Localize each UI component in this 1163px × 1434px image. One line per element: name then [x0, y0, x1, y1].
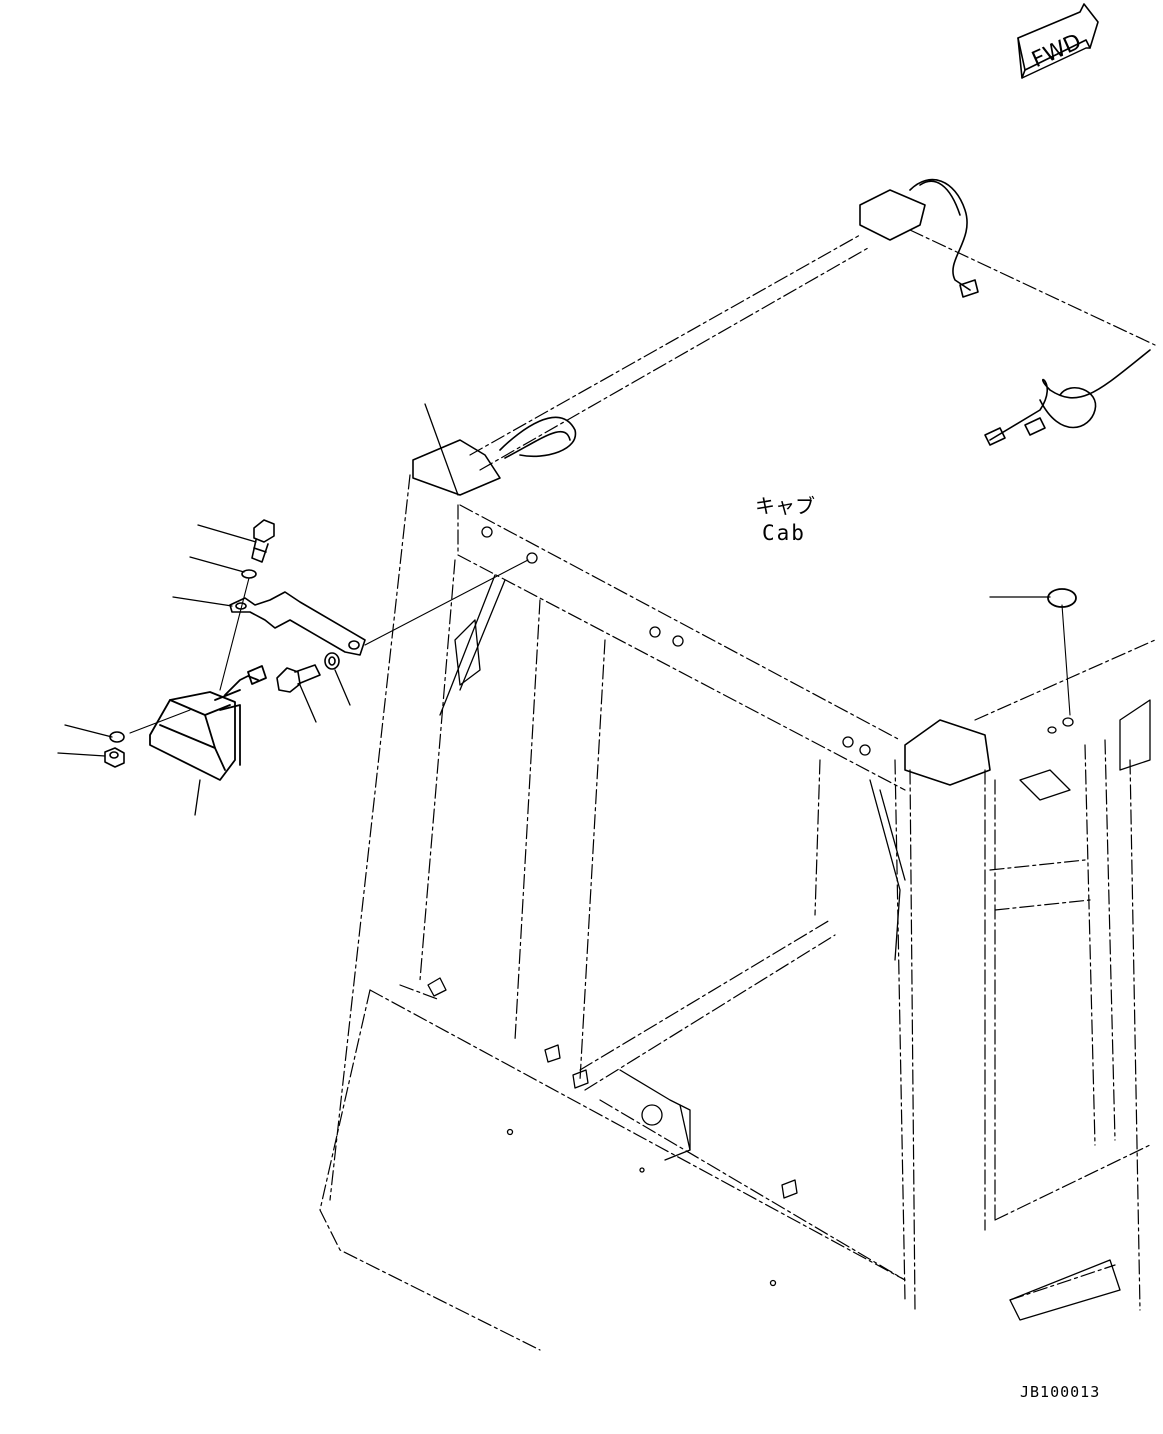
hex-bolt-side	[276, 664, 321, 693]
assembly-axis-lines	[129, 559, 1071, 734]
hex-nut	[104, 747, 125, 768]
cab-label-english: Cab	[762, 521, 806, 545]
pillar-wiring	[439, 574, 906, 961]
fwd-label: FWD	[1028, 29, 1085, 73]
lower-panel-details	[427, 699, 1151, 1321]
fwd-arrow-icon: FWD	[1017, 3, 1099, 79]
roof-holes	[481, 526, 1074, 756]
roof-wiring-harness	[499, 178, 1151, 459]
cab-label-japanese: キャブ	[755, 494, 815, 518]
roof-corner-caps	[412, 189, 991, 786]
hex-bolt-top	[251, 519, 275, 563]
drawing-code: JB100013	[1020, 1383, 1100, 1401]
lock-washer	[241, 569, 257, 579]
work-lamp	[149, 665, 267, 781]
flat-washer	[324, 652, 340, 670]
roof-plug-cap	[1047, 588, 1077, 608]
leader-lines	[57, 403, 1051, 816]
cab-outline	[319, 229, 1156, 1351]
mounting-bracket	[229, 591, 366, 656]
